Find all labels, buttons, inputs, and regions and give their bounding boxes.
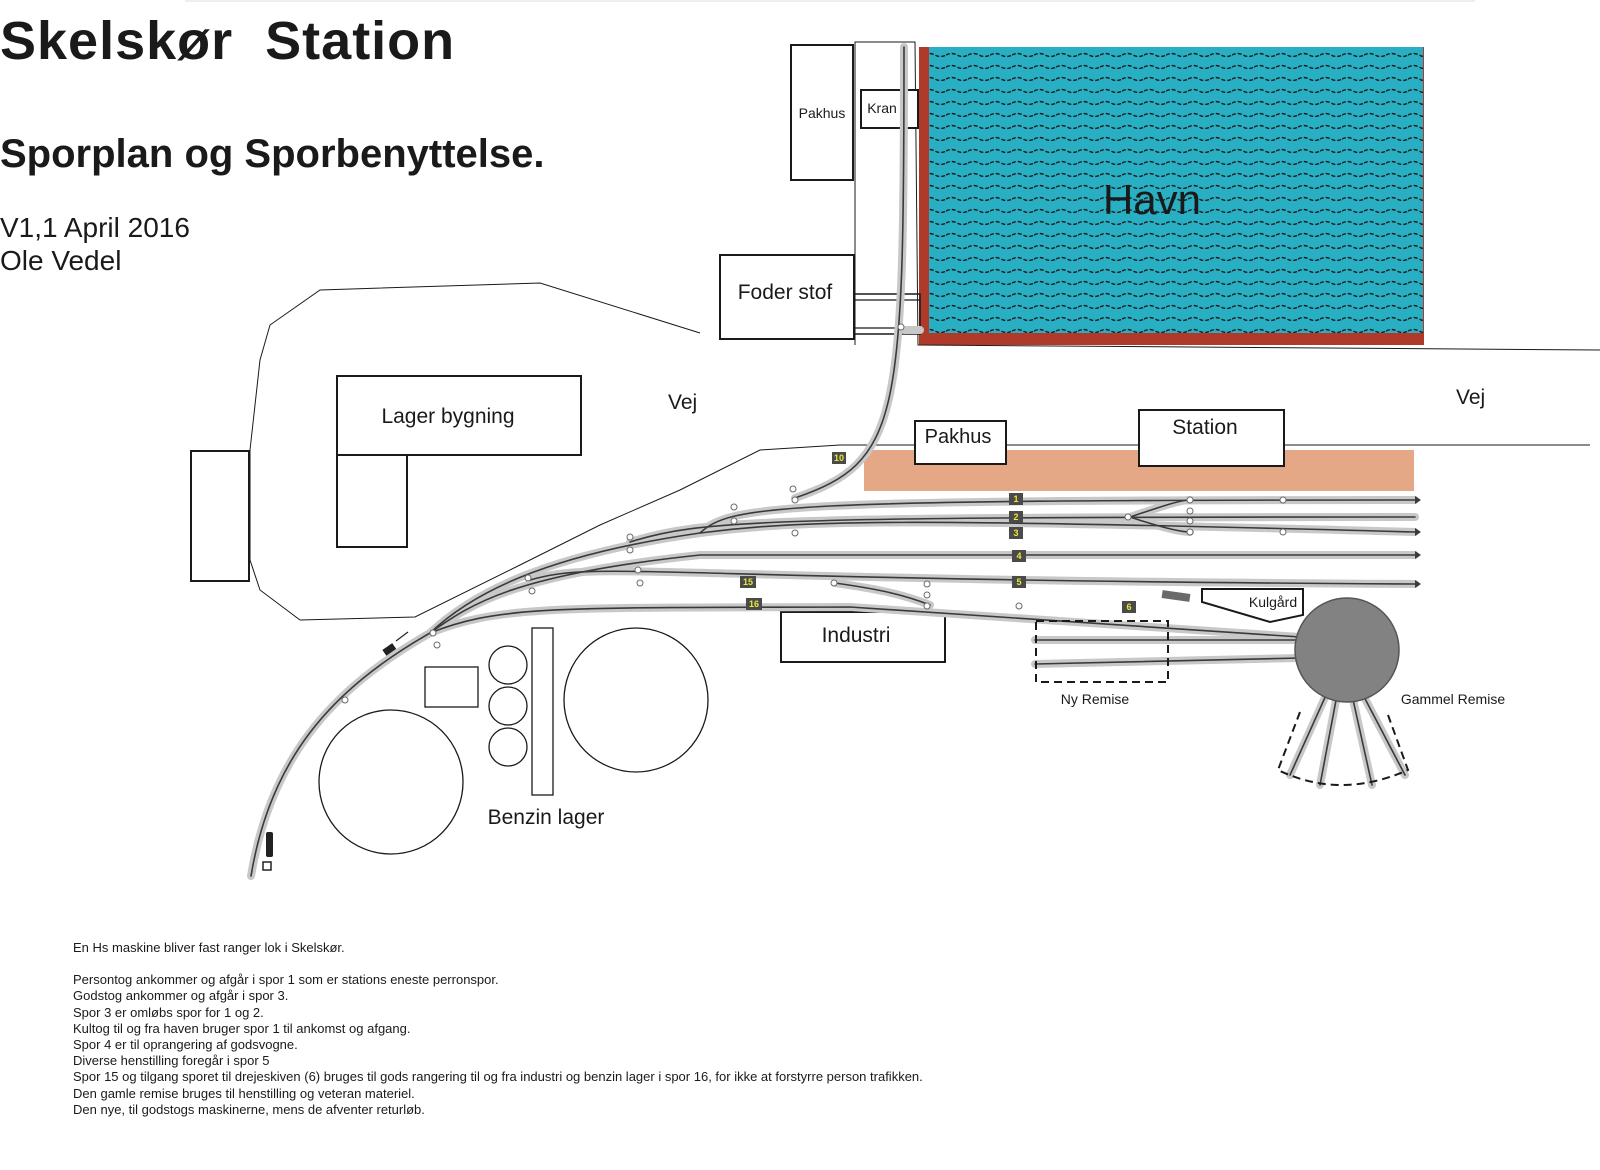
coal-wagon — [1161, 590, 1191, 602]
ny-remise-outline — [1035, 620, 1169, 683]
track-end-markers — [1415, 496, 1421, 588]
svg-text:Lager bygning: Lager bygning — [381, 405, 514, 428]
svg-text:1: 1 — [1013, 494, 1018, 504]
badge-spor-5: 5 — [1012, 576, 1026, 588]
building-unlabeled-left — [190, 450, 250, 582]
svg-text:Pakhus: Pakhus — [799, 105, 846, 121]
note-line: Den nye, til godstogs maskinerne, mens d… — [73, 1101, 425, 1117]
building-lager-bygning: Lager bygning — [336, 375, 582, 548]
building-pakhus-harbour: Pakhus — [790, 44, 854, 181]
note-line: En Hs maskine bliver fast ranger lok i S… — [73, 940, 345, 955]
badge-spor-1: 1 — [1009, 493, 1023, 505]
badge-spor-2: 2 — [1009, 511, 1023, 523]
note-line — [73, 956, 923, 972]
locomotive-icon — [262, 631, 409, 871]
badge-spor-4: 4 — [1012, 550, 1026, 562]
svg-text:2: 2 — [1013, 512, 1018, 522]
svg-text:Kran: Kran — [867, 100, 897, 116]
svg-text:3: 3 — [1013, 528, 1018, 538]
badge-spor-6: 6 — [1122, 601, 1136, 613]
version-label: V1,1 April 2016 — [0, 212, 190, 243]
pier-road-outline — [854, 41, 1600, 351]
note-line: Spor 3 er omløbs spor for 1 og 2. — [73, 1004, 264, 1020]
note-line: Godstog ankommer og afgår i spor 3. — [73, 988, 289, 1004]
svg-text:Pakhus: Pakhus — [925, 426, 992, 448]
building-pakhus-station: Pakhus — [914, 420, 1007, 465]
note-line: Den gamle remise bruges til henstilling … — [73, 1085, 415, 1101]
gammel-remise-outline — [1276, 711, 1410, 786]
area-outline — [249, 282, 841, 621]
svg-text:Station: Station — [1172, 416, 1237, 439]
track-badges: 10 1 2 3 4 5 15 16 6 — [740, 452, 1136, 613]
note-line: Diverse henstilling foregår i spor 5 — [73, 1053, 270, 1069]
note-line: Kultog til og fra haven bruger spor 1 ti… — [73, 1020, 411, 1036]
svg-text:6: 6 — [1126, 602, 1131, 612]
svg-text:5: 5 — [1016, 577, 1021, 587]
note-line: Persontog ankommer og afgår i spor 1 som… — [73, 972, 499, 988]
benzin-lager-area — [318, 627, 709, 855]
author-label: Ole Vedel — [0, 245, 122, 276]
ny-remise-label: Ny Remise — [1061, 691, 1130, 707]
benzin-lager-label: Benzin lager — [488, 806, 605, 829]
svg-text:10: 10 — [834, 453, 844, 463]
badge-spor-10: 10 — [832, 452, 846, 464]
vej-label-left: Vej — [668, 391, 697, 414]
gammel-remise-label: Gammel Remise — [1401, 691, 1505, 707]
svg-text:Industri: Industri — [822, 624, 891, 647]
badge-spor-16: 16 — [746, 598, 762, 610]
vej-label-right: Vej — [1456, 386, 1485, 409]
note-line: Spor 15 og tilgang sporet til drejeskive… — [73, 1069, 923, 1085]
svg-text:16: 16 — [749, 599, 759, 609]
building-station: Station — [1138, 409, 1285, 467]
svg-text:15: 15 — [743, 577, 753, 587]
turntable — [1294, 597, 1400, 703]
badge-spor-3: 3 — [1009, 527, 1023, 539]
building-kran: Kran — [860, 89, 919, 129]
page-title: Skelskør Station — [0, 11, 456, 71]
building-industri: Industri — [780, 611, 946, 663]
note-line: Spor 4 er til oprangering af godsvogne. — [73, 1037, 298, 1053]
building-kulgaard: Kulgård — [1201, 588, 1304, 624]
usage-notes: En Hs maskine bliver fast ranger lok i S… — [73, 940, 923, 1118]
switch-points — [341, 323, 1287, 704]
svg-text:Foder stof: Foder stof — [738, 281, 833, 304]
svg-text:4: 4 — [1016, 551, 1021, 561]
svg-text:Kulgård: Kulgård — [1249, 594, 1297, 610]
badge-spor-15: 15 — [740, 576, 756, 588]
havn-label: Havn — [1103, 176, 1201, 223]
building-foder-stof: Foder stof — [719, 254, 855, 340]
page-subtitle: Sporplan og Sporbenyttelse. — [0, 132, 545, 176]
